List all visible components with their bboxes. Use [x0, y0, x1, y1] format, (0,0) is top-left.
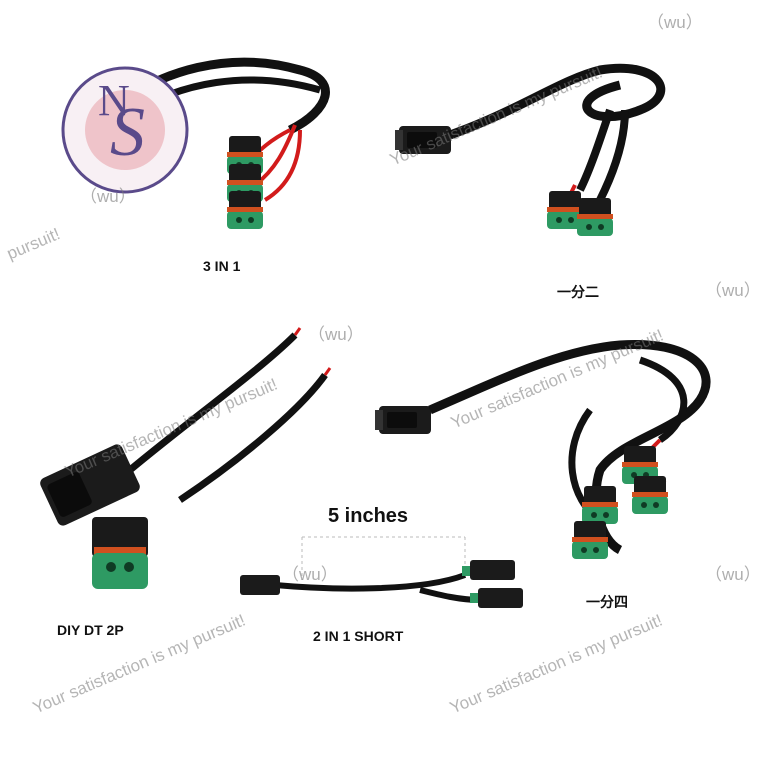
svg-text:S: S	[110, 94, 145, 171]
harness-2in1-short	[240, 536, 523, 608]
label-diy: DIY DT 2P	[57, 622, 124, 638]
watermark-wu: （wu）	[705, 281, 761, 300]
svg-text:N: N	[98, 76, 130, 125]
watermark-wu: （wu）	[80, 187, 136, 206]
label-1to4: 一分四	[586, 594, 628, 610]
muse-life-logo: S N	[61, 66, 189, 194]
label-3in1: 3 IN 1	[203, 258, 241, 274]
label-2in1-short: 2 IN 1 SHORT	[313, 628, 404, 644]
watermark-wu: （wu）	[308, 325, 364, 344]
watermark-wu: （wu）	[647, 13, 703, 32]
length-label: 5 inches	[328, 505, 409, 527]
watermark-wu: （wu）	[705, 565, 761, 584]
diy-dt-2p	[40, 327, 332, 589]
harness-1to4	[375, 339, 711, 559]
watermark-wu: （wu）	[282, 565, 338, 584]
label-1to2: 一分二	[557, 284, 599, 300]
harness-1to2	[395, 63, 666, 236]
